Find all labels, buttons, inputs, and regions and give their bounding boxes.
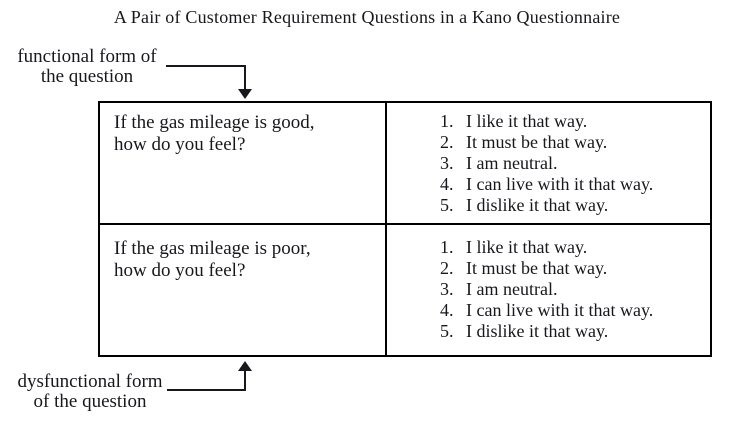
figure-title: A Pair of Customer Requirement Questions… bbox=[113, 7, 621, 27]
dysfunctional-question-line1: If the gas mileage is poor, bbox=[114, 238, 311, 259]
functional-options-cell: 1. I like it that way. 2. It must be that … bbox=[387, 103, 710, 225]
dysfunctional-question-cell: If the gas mileage is poor, how do you f… bbox=[100, 225, 387, 355]
functional-question-cell: If the gas mileage is good, how do you f… bbox=[100, 103, 387, 225]
list-item: 5. I dislike it that way. bbox=[440, 321, 706, 342]
functional-question-line1: If the gas mileage is good, bbox=[114, 112, 315, 133]
arrow-down-icon bbox=[238, 89, 252, 99]
option-text: I like it that way. bbox=[466, 237, 588, 257]
dysfunctional-connector-horizontal bbox=[167, 389, 246, 391]
option-number: 3. bbox=[440, 279, 454, 299]
list-item: 2. It must be that way. bbox=[440, 132, 706, 153]
option-text: It must be that way. bbox=[466, 258, 608, 278]
kano-questionnaire-table: If the gas mileage is good, how do you f… bbox=[98, 101, 712, 357]
functional-form-label: functional form of the question bbox=[6, 47, 168, 87]
option-text: I am neutral. bbox=[466, 279, 558, 299]
dysfunctional-form-label-line2: of the question bbox=[33, 391, 147, 412]
list-item: 2. It must be that way. bbox=[440, 258, 706, 279]
option-text: I dislike it that way. bbox=[466, 321, 609, 341]
option-text: I can live with it that way. bbox=[466, 174, 654, 194]
option-text: I dislike it that way. bbox=[466, 195, 609, 215]
functional-form-label-line2: the question bbox=[40, 66, 134, 87]
list-item: 5. I dislike it that way. bbox=[440, 195, 706, 216]
list-item: 3. I am neutral. bbox=[440, 279, 706, 300]
option-number: 1. bbox=[440, 237, 454, 257]
option-number: 4. bbox=[440, 174, 454, 194]
list-item: 1. I like it that way. bbox=[440, 237, 706, 258]
dysfunctional-options-cell: 1. I like it that way. 2. It must be that … bbox=[387, 225, 710, 355]
functional-form-label-line1: functional form of bbox=[17, 46, 157, 67]
arrow-up-icon bbox=[238, 361, 252, 371]
functional-connector-horizontal bbox=[166, 65, 246, 67]
option-number: 3. bbox=[440, 153, 454, 173]
option-text: It must be that way. bbox=[466, 132, 608, 152]
dysfunctional-form-label-line1: dysfunctional form bbox=[17, 371, 163, 392]
list-item: 1. I like it that way. bbox=[440, 111, 706, 132]
dysfunctional-connector-vertical bbox=[244, 370, 246, 391]
functional-question-line2: how do you feel? bbox=[114, 134, 246, 155]
functional-connector-vertical bbox=[244, 65, 246, 91]
option-text: I like it that way. bbox=[466, 111, 588, 131]
dysfunctional-form-label: dysfunctional form of the question bbox=[4, 372, 176, 412]
option-number: 2. bbox=[440, 132, 454, 152]
list-item: 4. I can live with it that way. bbox=[440, 300, 706, 321]
option-text: I am neutral. bbox=[466, 153, 558, 173]
list-item: 3. I am neutral. bbox=[440, 153, 706, 174]
option-number: 2. bbox=[440, 258, 454, 278]
option-number: 4. bbox=[440, 300, 454, 320]
option-text: I can live with it that way. bbox=[466, 300, 654, 320]
option-number: 5. bbox=[440, 195, 454, 215]
option-number: 1. bbox=[440, 111, 454, 131]
list-item: 4. I can live with it that way. bbox=[440, 174, 706, 195]
dysfunctional-question-line2: how do you feel? bbox=[114, 260, 246, 281]
option-number: 5. bbox=[440, 321, 454, 341]
